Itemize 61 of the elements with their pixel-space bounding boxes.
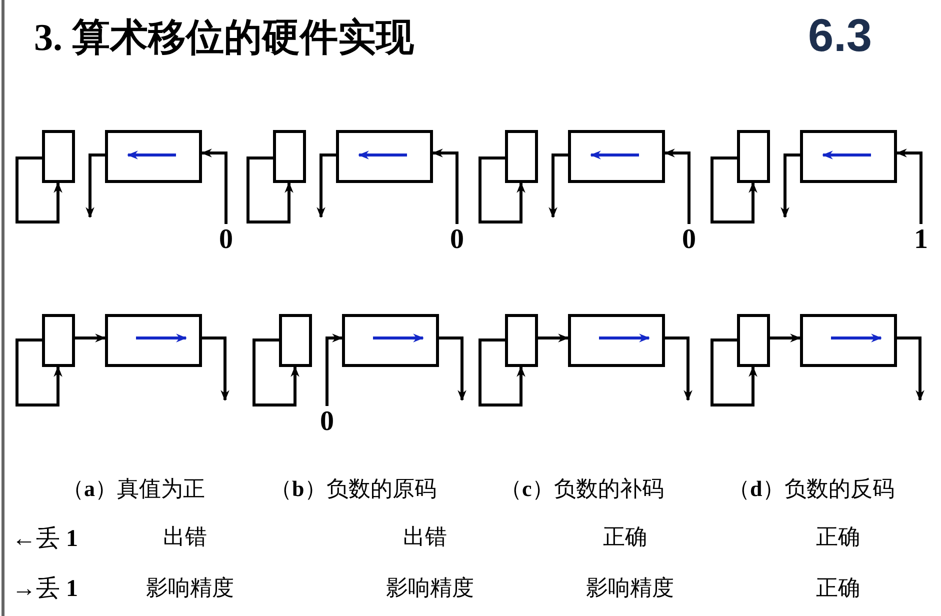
register-box bbox=[800, 314, 897, 367]
arrow bbox=[664, 148, 690, 224]
column-heading: （a）真值为正 bbox=[62, 475, 205, 503]
arrow bbox=[897, 336, 924, 402]
arrow bbox=[538, 334, 570, 342]
arrow bbox=[432, 148, 458, 224]
arrow bbox=[86, 154, 105, 218]
register-box bbox=[105, 130, 202, 183]
sign-bit-box bbox=[279, 314, 312, 367]
loop-arrow bbox=[478, 338, 526, 406]
arrow bbox=[770, 334, 802, 342]
sign-bit-box bbox=[505, 130, 538, 183]
register-box bbox=[336, 130, 433, 183]
table-cell-text: 正确 bbox=[816, 523, 860, 551]
input-digit: 0 bbox=[444, 224, 470, 256]
table-cell-text: 正确 bbox=[603, 523, 647, 551]
sign-bit-box bbox=[42, 130, 75, 183]
table-cell-text: 正确 bbox=[816, 574, 860, 602]
row-heading: ←丢 1 bbox=[12, 525, 78, 554]
sign-bit-box bbox=[737, 130, 770, 183]
arrow bbox=[202, 336, 230, 402]
loop-arrow bbox=[710, 338, 758, 406]
register-box bbox=[105, 314, 202, 367]
arrow bbox=[316, 154, 336, 218]
loop-arrow bbox=[246, 156, 294, 224]
arrow bbox=[896, 148, 922, 224]
input-digit: 0 bbox=[676, 224, 702, 256]
input-digit: 0 bbox=[213, 224, 239, 256]
input-digit: 0 bbox=[314, 406, 340, 438]
register-box bbox=[568, 130, 665, 183]
column-heading: （b）负数的原码 bbox=[270, 475, 436, 503]
arrow bbox=[326, 334, 344, 406]
loop-arrow bbox=[252, 338, 300, 406]
arrow bbox=[665, 336, 692, 402]
loop-arrow bbox=[478, 156, 526, 224]
title: 3. 算术移位的硬件实现 bbox=[34, 16, 414, 61]
input-digit: 1 bbox=[908, 224, 934, 256]
section-number: 6.3 bbox=[808, 8, 872, 62]
loop-arrow bbox=[16, 156, 62, 224]
table-cell-text: 影响精度 bbox=[146, 574, 234, 602]
column-heading: （c）负数的补码 bbox=[500, 475, 664, 503]
register-box bbox=[800, 130, 897, 183]
sign-bit-box bbox=[42, 314, 75, 367]
arrow bbox=[548, 154, 568, 218]
loop-arrow bbox=[710, 156, 758, 224]
sign-bit-box bbox=[737, 314, 770, 367]
table-cell-text: 出错 bbox=[163, 523, 207, 551]
table-cell-text: 影响精度 bbox=[386, 574, 474, 602]
sign-bit-box bbox=[505, 314, 538, 367]
arrow bbox=[780, 154, 800, 218]
table-cell-text: 出错 bbox=[403, 523, 447, 551]
arrow bbox=[200, 148, 228, 224]
sign-bit-box bbox=[273, 130, 306, 183]
register-box bbox=[568, 314, 665, 367]
arrow bbox=[439, 336, 466, 402]
column-heading: （d）负数的反码 bbox=[728, 475, 894, 503]
arrow bbox=[75, 334, 106, 342]
table-cell-text: 影响精度 bbox=[586, 574, 674, 602]
register-box bbox=[342, 314, 439, 367]
row-heading: →丢 1 bbox=[12, 575, 78, 604]
loop-arrow bbox=[16, 338, 62, 406]
